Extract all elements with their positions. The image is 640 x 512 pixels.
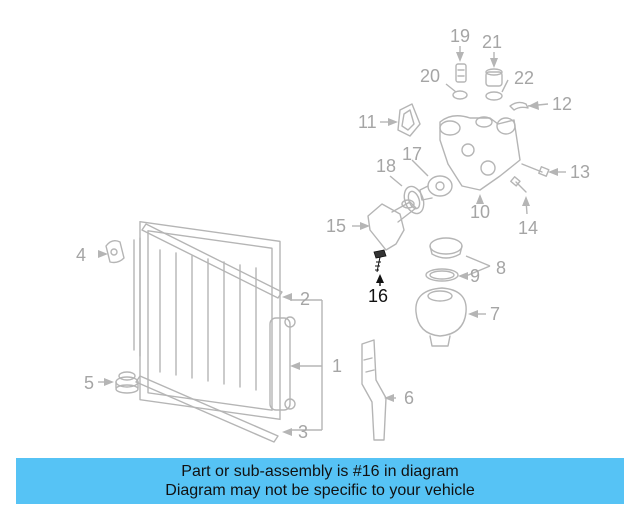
callout-9: 9 [470,266,480,286]
mount-bracket [105,239,125,264]
rubber-mount [115,371,139,394]
callout-22: 22 [514,68,534,88]
callout-20: 20 [420,66,440,86]
sensor-o-ring [452,90,468,100]
callout-4: 4 [76,245,86,265]
info-banner: Part or sub-assembly is #16 in diagram D… [16,458,624,504]
callout-11: 11 [358,112,377,132]
callout-6: 6 [404,388,414,408]
callout-13: 13 [570,162,590,182]
plug-o-ring [485,91,503,101]
gasket [397,103,421,137]
banner-line-disclaimer: Diagram may not be specific to your vehi… [165,482,475,499]
callout-14: 14 [518,218,538,238]
parts-diagram: 1 2 3 4 5 6 7 8 9 10 11 12 13 14 15 16 1… [76,26,590,443]
bolt-14 [510,176,527,193]
temperature-sensor [455,63,467,83]
callout-8: 8 [496,258,506,278]
plug [485,68,503,87]
tank-cap [429,237,463,259]
seal-strip-top [141,223,283,299]
thermostat-housing [439,115,521,191]
bolt-16 [373,249,387,273]
cap-o-ring [425,268,459,282]
air-guide [361,339,387,441]
leader-lines [98,46,566,436]
callout-16: 16 [368,286,388,306]
callout-21: 21 [482,32,502,52]
expansion-tank [415,287,467,347]
hose-clip [509,101,529,111]
callout-17: 17 [402,144,422,164]
callout-18: 18 [376,156,396,176]
thermostat [419,175,453,201]
leader-16 [376,274,384,286]
callout-19: 19 [450,26,470,46]
callout-12: 12 [552,94,572,114]
bolt-13 [521,163,550,177]
callout-7: 7 [490,304,500,324]
callout-15: 15 [326,216,346,236]
callout-3: 3 [298,422,308,442]
callout-1: 1 [332,356,342,376]
banner-line-part: Part or sub-assembly is #16 in diagram [181,463,459,480]
coolant-flange [367,199,417,251]
callout-10: 10 [470,202,490,222]
thermostat-o-ring [403,185,425,215]
callout-5: 5 [84,373,94,393]
callout-2: 2 [300,289,310,309]
radiator-part [133,220,296,421]
